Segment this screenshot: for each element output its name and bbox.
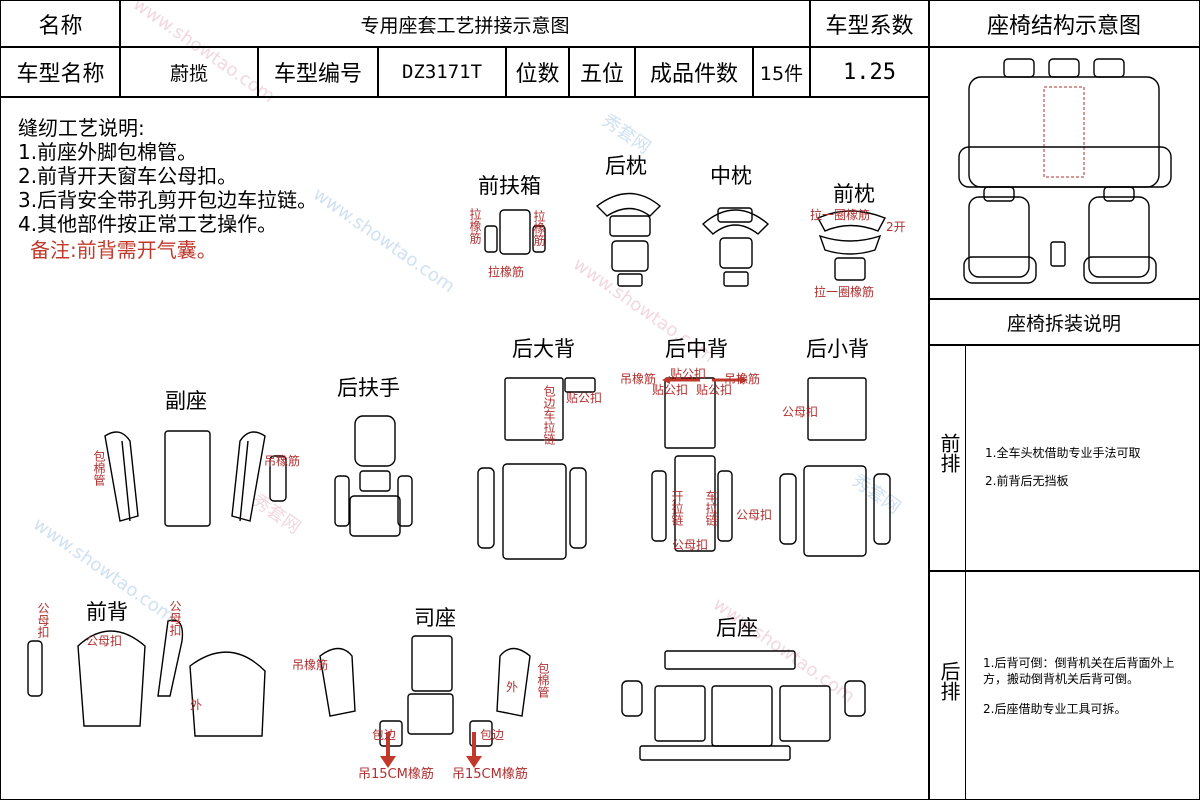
annotation-hang-elastic-middle-left: 吊橡筋 (620, 372, 657, 386)
annotation-hang-elastic-driver: 吊橡筋 (292, 658, 329, 672)
annotation-outer-driver: 外 (506, 680, 519, 694)
annotation-snap-front-back-left: 公母扣 (36, 602, 50, 638)
remark: 备注:前背需开气囊。 (30, 238, 217, 262)
annotation-snap-middle-bottom: 公母扣 (672, 538, 709, 552)
section-rear-big-back: 后大背 (512, 337, 575, 361)
annotation-snap-middle-right: 公母扣 (736, 508, 773, 522)
annotation-stick-snap-big-back: 贴公扣 (566, 391, 603, 405)
section-front-back: 前背 (86, 600, 128, 624)
section-rear-armrest: 后扶手 (337, 376, 400, 400)
front-row-panel: 前排 1.全车头枕借助专业手法可取 2.前背后无挡板 (928, 344, 1200, 572)
annotation-wrap-edge-right: 包边 (480, 728, 505, 742)
front-note-1: 1.全车头枕借助专业手法可取 (985, 446, 1141, 460)
section-front-armrest-box: 前扶箱 (478, 174, 541, 198)
annotation-hang-elastic: 吊橡筋 (264, 454, 301, 468)
note-item-2: 2.前背开天窗车公母扣。 (18, 164, 238, 188)
annotation-hang-elastic-middle-right: 吊橡筋 (724, 372, 761, 386)
removal-title: 座椅拆装说明 (928, 298, 1200, 346)
section-driver-seat: 司座 (414, 606, 456, 630)
pieces-label: 成品件数 (634, 46, 754, 98)
rear-row-label: 后排 (937, 661, 961, 701)
sewing-notes: 缝纫工艺说明: 1.前座外脚包棉管。 2.前背开天窗车公母扣。 3.后背安全带孔… (18, 116, 317, 262)
annotation-stick-snap-middle: 贴公扣 (670, 367, 707, 381)
annotation-wrap-edge-zipper: 包边车拉链 (542, 385, 556, 445)
rear-note-1: 1.后背可倒：倒背机关在后背面外上方，搬动倒背机关后背可倒。 (983, 656, 1175, 686)
document-title: 专用座套工艺拼接示意图 (119, 0, 811, 48)
annotation-hang-15cm-left: 吊15CM橡筋 (358, 767, 434, 782)
annotation-snap-front-back-center: 公母扣 (86, 634, 123, 648)
model-code-value: DZ3171T (377, 46, 507, 98)
section-front-pillow: 前枕 (833, 182, 875, 206)
annotation-snap-front-back-right: 公母扣 (168, 600, 182, 636)
section-rear-small-back: 后小背 (806, 337, 869, 361)
section-middle-pillow: 中枕 (710, 164, 752, 188)
pieces-value: 15件 (752, 46, 811, 98)
annotation-wrap-edge-left: 包边 (372, 728, 397, 742)
notes-title: 缝纫工艺说明: (18, 116, 145, 140)
annotation-hang-15cm-right: 吊15CM橡筋 (452, 767, 528, 782)
annotation-cotton-tube-driver: 包棉管 (536, 662, 550, 698)
front-note-2: 2.前背后无挡板 (985, 474, 1069, 488)
structure-title: 座椅结构示意图 (928, 0, 1200, 48)
annotation-snap-small-back: 公母扣 (782, 405, 819, 419)
rear-row-panel: 后排 1.后背可倒：倒背机关在后背面外上方，搬动倒背机关后背可倒。 2.后座借助… (928, 570, 1200, 800)
section-passenger-seat: 副座 (165, 389, 207, 413)
coefficient-value: 1.25 (809, 46, 930, 98)
annotation-pull-ring-elastic-top: 拉一圈橡筋 (810, 208, 871, 222)
note-item-4: 4.其他部件按正常工艺操作。 (18, 212, 278, 236)
section-rear-pillow: 后枕 (605, 154, 647, 178)
annotation-pull-elastic-bottom: 拉橡筋 (488, 265, 525, 279)
coefficient-label: 车型系数 (809, 0, 930, 48)
seat-structure-diagram (928, 46, 1200, 300)
section-rear-seat: 后座 (716, 616, 758, 640)
name-label: 名称 (0, 0, 121, 48)
annotation-two-openings: 2开 (886, 220, 906, 234)
annotation-outer-front-back: 外 (190, 698, 203, 712)
front-row-label: 前排 (937, 433, 961, 473)
rear-note-2: 2.后座借助专业工具可拆。 (983, 702, 1127, 716)
seats-label: 位数 (505, 46, 570, 98)
annotation-pull-elastic-left: 拉橡筋 (468, 208, 482, 244)
section-rear-middle-back: 后中背 (665, 337, 728, 361)
model-code-label: 车型编号 (257, 46, 379, 98)
annotation-cut-zipper: 开拉链 (670, 490, 684, 526)
annotation-cotton-tube: 包棉管 (92, 450, 106, 486)
pattern-drawing (27, 192, 891, 768)
model-name-label: 车型名称 (0, 46, 121, 98)
annotation-sew-zipper: 车拉链 (704, 490, 718, 526)
seats-value: 五位 (568, 46, 636, 98)
annotation-stick-female-snap-left: 贴公扣 (652, 383, 689, 397)
note-item-3: 3.后背安全带孔剪开包边车拉链。 (18, 188, 318, 212)
model-name-value: 蔚揽 (119, 46, 259, 98)
annotation-pull-elastic-right: 拉橡筋 (532, 210, 546, 246)
annotation-stick-female-snap-right: 贴公扣 (696, 383, 733, 397)
note-item-1: 1.前座外脚包棉管。 (18, 140, 198, 164)
annotation-pull-ring-elastic-bottom: 拉一圈橡筋 (814, 285, 875, 299)
